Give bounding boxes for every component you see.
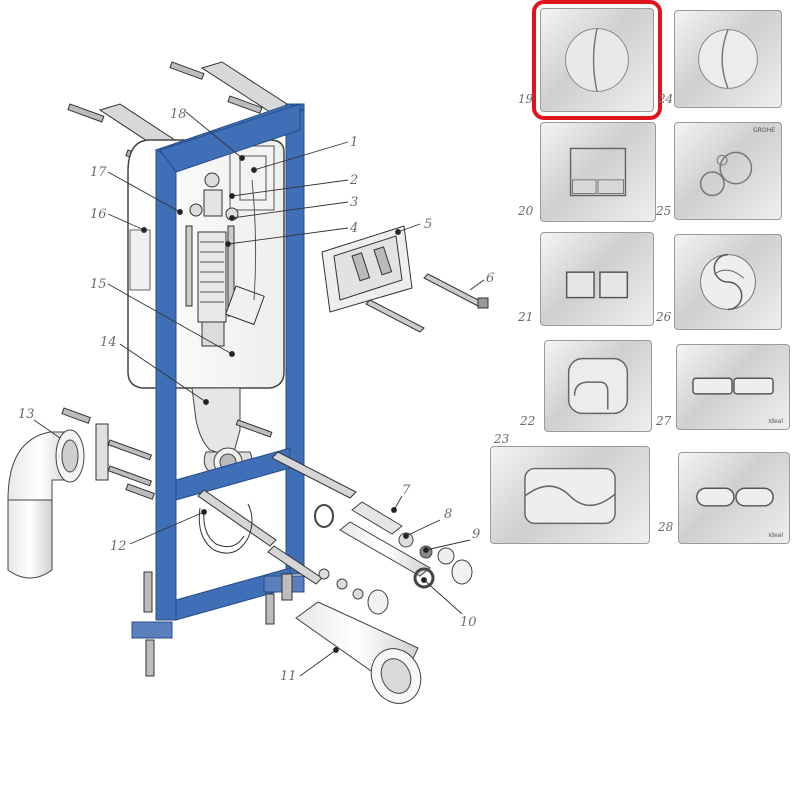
wave-icon — [524, 467, 616, 525]
yin-yang-icon — [700, 253, 756, 311]
callout-6: 6 — [486, 271, 494, 286]
callout-17: 17 — [90, 165, 107, 180]
wide-two-buttons-icon — [692, 377, 774, 395]
flush-plate-mount — [321, 225, 413, 313]
callout-10: 10 — [460, 615, 477, 630]
callout-7: 7 — [402, 483, 411, 498]
plate-label-20: 20 — [518, 204, 534, 218]
plate-label-28: 28 — [658, 520, 674, 534]
mounting-frame — [131, 103, 306, 639]
pill-two-buttons-icon — [696, 487, 774, 507]
side-bolts — [61, 407, 273, 500]
callout-15: 15 — [90, 277, 107, 292]
plate-label-26: 26 — [656, 310, 672, 324]
callout-8: 8 — [444, 507, 452, 522]
callout-9: 9 — [472, 527, 480, 542]
callout-numbers: 1 2 3 4 5 6 7 8 9 10 11 12 13 14 15 16 1… — [18, 107, 494, 684]
two-squares-icon — [565, 271, 629, 299]
rounded-square-icon — [567, 357, 629, 415]
callout-2: 2 — [349, 173, 358, 188]
plate-label-25: 25 — [656, 204, 672, 218]
flush-plate-19[interactable] — [532, 0, 662, 120]
flush-plate-24[interactable] — [674, 10, 782, 108]
flush-plate-21[interactable] — [540, 232, 654, 326]
callout-13: 13 — [18, 407, 35, 422]
rect-two-buttons-icon — [569, 147, 627, 197]
plate-label-21: 21 — [518, 310, 534, 324]
outlet-pipe — [295, 601, 422, 704]
flush-plate-22[interactable] — [544, 340, 652, 432]
plate-label-19: 19 — [518, 92, 534, 106]
plate-badge-28: Ideal — [768, 532, 783, 539]
callout-16: 16 — [90, 207, 107, 222]
support-bracket — [198, 503, 253, 554]
callout-1: 1 — [350, 135, 358, 150]
callout-14: 14 — [100, 335, 117, 350]
long-bolts — [365, 273, 489, 333]
flush-plate-20[interactable] — [540, 122, 656, 222]
plate-label-22: 22 — [520, 414, 536, 428]
leg-bolts — [143, 571, 293, 677]
callout-12: 12 — [110, 539, 127, 554]
connector-pipes — [314, 501, 473, 615]
callout-11: 11 — [280, 669, 297, 684]
flush-plate-23[interactable] — [490, 446, 650, 544]
flush-plate-28[interactable]: Ideal — [678, 452, 790, 544]
round-split-curved-icon — [698, 29, 758, 89]
plate-badge-27: Ideal — [768, 418, 783, 425]
flush-plate-26[interactable] — [674, 234, 782, 330]
callout-3: 3 — [350, 195, 358, 210]
plate-label-27: 27 — [656, 414, 672, 428]
callout-18: 18 — [170, 107, 187, 122]
elbow-pipe — [7, 429, 85, 579]
plate-label-24: 24 — [658, 92, 674, 106]
bubbles-icon — [699, 151, 753, 197]
callout-5: 5 — [424, 217, 432, 232]
flush-plate-27[interactable]: Ideal — [676, 344, 790, 430]
flush-valve — [185, 172, 265, 347]
leader-lines — [33, 111, 485, 677]
callout-4: 4 — [349, 221, 358, 236]
plate-badge-25: GROHE — [753, 127, 775, 134]
plate-label-23: 23 — [494, 432, 510, 446]
round-split-icon — [565, 28, 629, 92]
mounting-rods — [197, 451, 357, 585]
flush-plate-25[interactable]: GROHE — [674, 122, 782, 220]
